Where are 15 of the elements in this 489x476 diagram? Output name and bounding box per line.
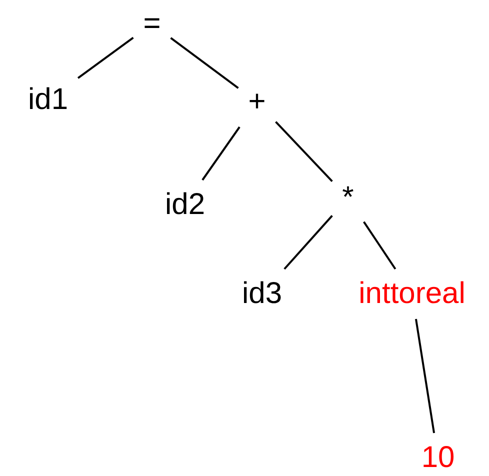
tree-node-label: id1: [26, 83, 70, 117]
tree-node-label: +: [246, 85, 268, 119]
tree-node-label: *: [340, 181, 356, 215]
tree-node-label: id3: [240, 277, 284, 311]
tree-edge: [202, 126, 240, 181]
tree-edge: [284, 215, 333, 270]
tree-edge: [170, 37, 239, 89]
tree-node-label: 10: [419, 441, 457, 475]
tree-edge: [414, 318, 436, 434]
tree-edge: [275, 121, 333, 182]
tree-node-label: inttoreal: [356, 277, 468, 311]
tree-node-label: id2: [162, 188, 208, 222]
tree-edge: [77, 36, 134, 79]
tree-edge: [363, 221, 396, 270]
tree-node-label: =: [141, 7, 163, 41]
